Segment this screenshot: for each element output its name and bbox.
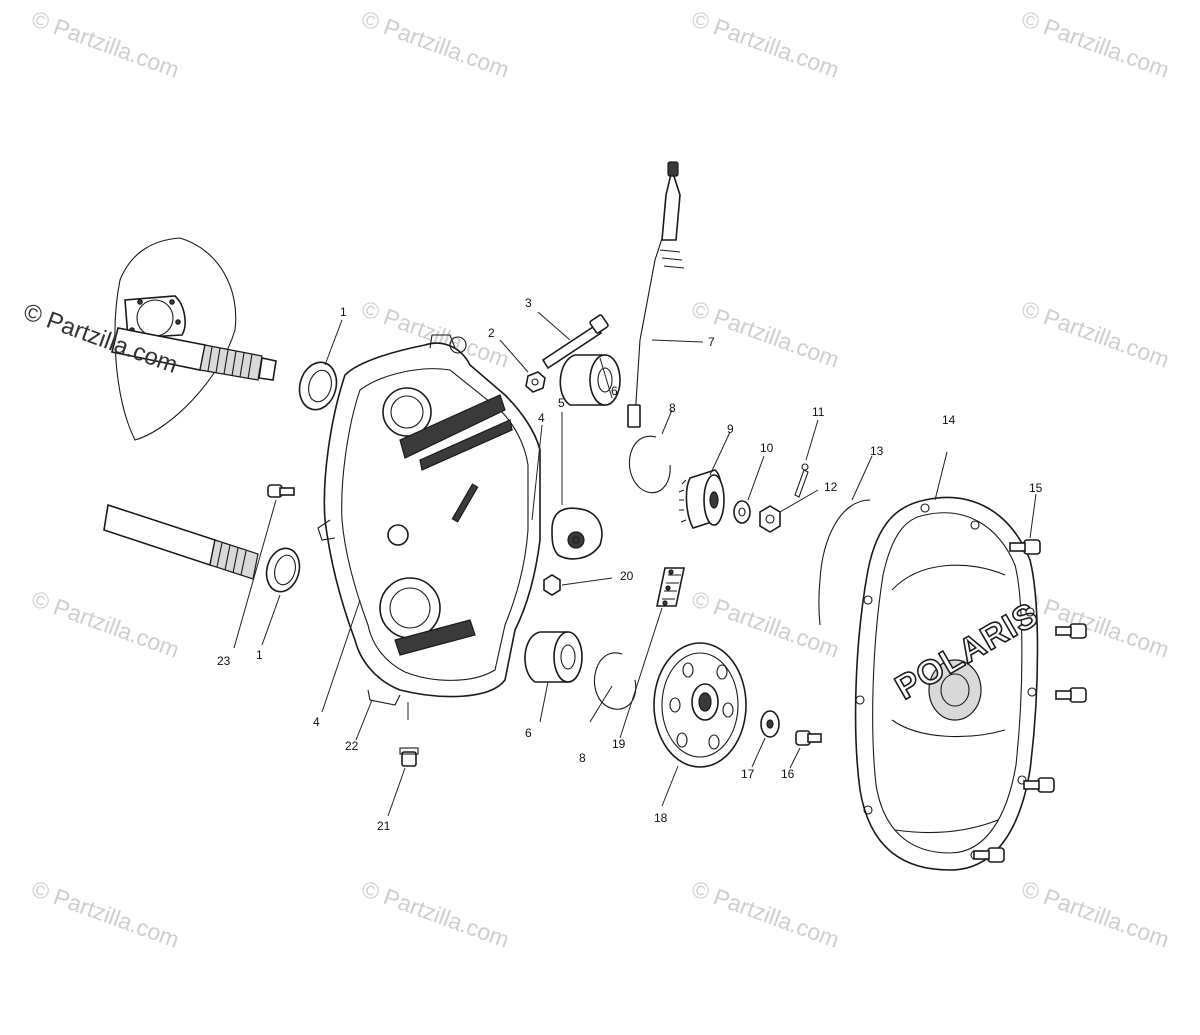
callout-8: 8 <box>669 401 676 415</box>
chain-tensioner-5 <box>551 507 603 560</box>
snap-ring-8-lower <box>594 652 637 710</box>
drive-chain-19 <box>656 567 685 607</box>
lower-jackshaft <box>103 503 259 580</box>
castle-nut-12 <box>759 505 781 533</box>
callout-20: 20 <box>620 569 634 583</box>
watermark: © Partzilla.com <box>1018 295 1173 372</box>
callout-labels: 1 1 2 3 4 4 5 6 6 7 8 8 9 10 11 12 13 14… <box>217 296 1043 833</box>
watermark: © Partzilla.com <box>1018 875 1173 952</box>
watermark: © Partzilla.com <box>28 5 183 82</box>
seal-upper <box>298 361 338 411</box>
upper-sprocket-9 <box>678 469 725 529</box>
callout-4: 4 <box>538 411 545 425</box>
watermark: © Partzilla.com <box>28 585 183 662</box>
inner-chaincase <box>317 334 541 706</box>
callout-6: 6 <box>525 726 532 740</box>
nut-20 <box>543 574 561 596</box>
callout-17: 17 <box>741 767 755 781</box>
watermark: © Partzilla.com <box>688 295 843 372</box>
bearing-6-lower <box>524 631 583 683</box>
bolt-3 <box>541 314 609 370</box>
watermark: © Partzilla.com <box>358 875 513 952</box>
callout-1: 1 <box>256 648 263 662</box>
callout-16: 16 <box>781 767 795 781</box>
bolt-16 <box>795 730 822 746</box>
callout-4: 4 <box>313 715 320 729</box>
watermark: © Partzilla.com <box>358 5 513 82</box>
callout-1: 1 <box>340 305 347 319</box>
callout-5: 5 <box>558 396 565 410</box>
cover-seal-13 <box>818 499 871 626</box>
upper-drive-shaft <box>111 327 277 381</box>
leader-lines <box>233 311 1037 817</box>
washer-17 <box>760 710 780 738</box>
callout-7: 7 <box>708 335 715 349</box>
nut-2 <box>525 371 546 393</box>
speedo-cable-7 <box>627 161 685 428</box>
callout-21: 21 <box>377 819 391 833</box>
callout-2: 2 <box>488 326 495 340</box>
callout-6: 6 <box>611 384 618 398</box>
cover-bolts-15 <box>973 539 1087 863</box>
snap-ring-8-upper <box>628 435 671 494</box>
bearing-6-upper <box>559 354 621 406</box>
callout-18: 18 <box>654 811 668 825</box>
watermark: © Partzilla.com <box>688 875 843 952</box>
callout-13: 13 <box>870 444 884 458</box>
callout-10: 10 <box>760 441 774 455</box>
callout-3: 3 <box>525 296 532 310</box>
callout-22: 22 <box>345 739 359 753</box>
chaincase-cover-14: POLARIS <box>854 496 1046 871</box>
watermark: © Partzilla.com <box>28 875 183 952</box>
watermark: © Partzilla.com <box>1018 5 1173 82</box>
callout-12: 12 <box>824 480 838 494</box>
callout-23: 23 <box>217 654 231 668</box>
watermark: © Partzilla.com <box>688 5 843 82</box>
large-sprocket-18 <box>653 642 747 768</box>
bolt-23 <box>267 484 295 498</box>
cotter-pin-11 <box>794 463 809 498</box>
callout-15: 15 <box>1029 481 1043 495</box>
callout-8: 8 <box>579 751 586 765</box>
washer-10 <box>733 500 751 524</box>
seal-lower <box>265 547 301 593</box>
drain-plug-21 <box>399 747 419 767</box>
callout-19: 19 <box>612 737 626 751</box>
callout-11: 11 <box>812 405 825 419</box>
callout-9: 9 <box>727 422 734 436</box>
callout-14: 14 <box>942 413 956 427</box>
